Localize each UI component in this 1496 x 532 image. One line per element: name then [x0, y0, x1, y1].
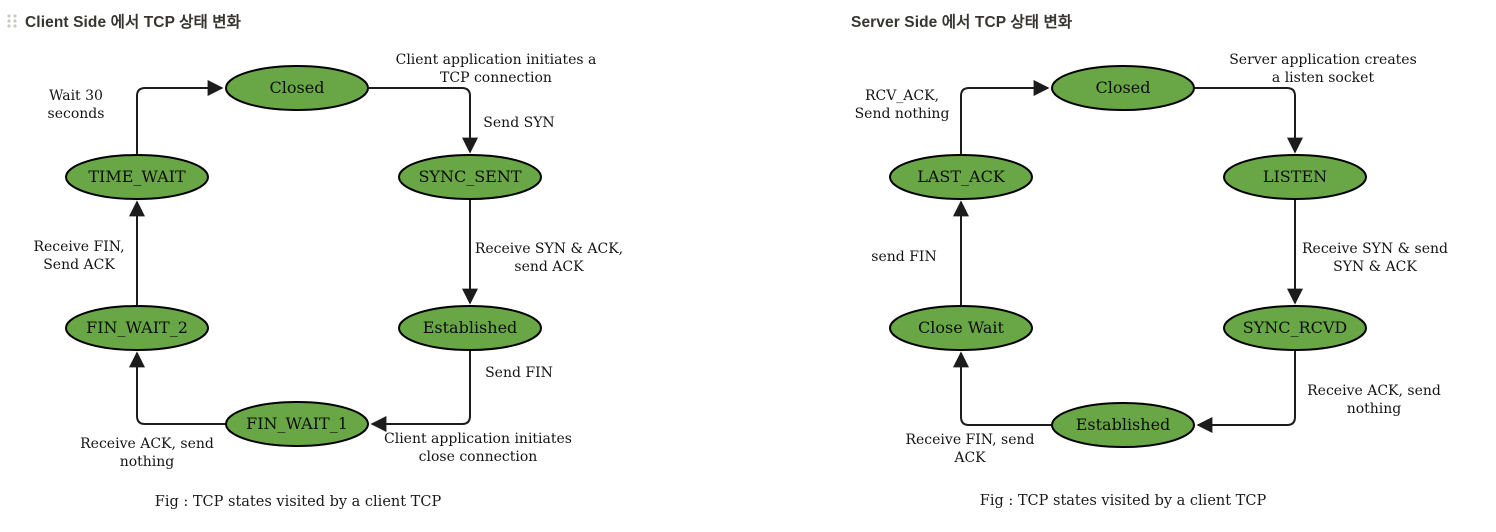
- edge-finwait1-to-finwait2: [129, 351, 226, 425]
- label-recv-ack-line1: Receive ACK, send: [80, 436, 214, 452]
- state-closed-server-shape: [1051, 65, 1195, 111]
- state-listen-shape: [1223, 154, 1367, 200]
- state-time-wait-shape: [65, 154, 209, 200]
- state-close-wait-label: Close Wait: [918, 318, 1004, 337]
- edge-timewait-to-closed: [136, 80, 224, 155]
- client-diagram-title: Client Side 에서 TCP 상태 변화: [25, 14, 242, 31]
- state-fin-wait-1: FIN_WAIT_1: [225, 401, 369, 447]
- state-sync-rcvd: SYNC_RCVD: [1223, 305, 1367, 351]
- label-recv-syn-send-line1: Receive SYN & send: [1302, 241, 1448, 257]
- label-wait30-line1: Wait 30: [49, 88, 103, 104]
- edge-closed-to-syncsent: [369, 87, 478, 154]
- state-established-shape: [398, 305, 542, 351]
- label-rcv-ack-line1: RCV_ACK,: [865, 88, 939, 104]
- state-sync-sent-label: SYNC_SENT: [418, 167, 521, 186]
- server-diagram-caption: Fig : TCP states visited by a client TCP: [980, 493, 1267, 509]
- drag-handle-dots: [7, 14, 17, 28]
- state-last-ack-label: LAST_ACK: [917, 167, 1006, 186]
- state-fin-wait-1-label: FIN_WAIT_1: [246, 414, 348, 433]
- state-sync-sent-shape: [398, 154, 542, 200]
- label-recv-fin-send-line2: ACK: [953, 450, 986, 466]
- label-recv-synack-line1: Receive SYN & ACK,: [475, 241, 623, 257]
- label-client-init-line2: TCP connection: [440, 70, 552, 86]
- label-rcv-ack-line2: Send nothing: [855, 106, 950, 122]
- label-server-create-line1: Server application creates: [1229, 52, 1417, 68]
- label-send-fin-server: send FIN: [871, 249, 936, 265]
- server-block-header: Server Side 에서 TCP 상태 변화: [851, 10, 1072, 32]
- edge-syncrcvd-to-established: [1196, 350, 1296, 433]
- label-send-fin: Send FIN: [485, 365, 553, 381]
- state-closed-server: Closed: [1051, 65, 1195, 111]
- label-client-close-line1: Client application initiates: [384, 431, 572, 447]
- edge-established-to-closewait: [953, 351, 1052, 426]
- state-listen-label: LISTEN: [1263, 167, 1327, 186]
- label-server-create-line2: a listen socket: [1272, 70, 1375, 86]
- label-recv-fin-line2: Send ACK: [43, 257, 115, 273]
- label-client-init-line1: Client application initiates a: [396, 52, 597, 68]
- edge-closed-to-listen: [1195, 87, 1303, 154]
- label-recv-syn-send-line2: SYN & ACK: [1333, 259, 1417, 275]
- edge-established-to-finwait1: [370, 350, 471, 432]
- state-established-label: Established: [423, 318, 518, 337]
- edge-lastack-to-closed: [960, 80, 1050, 155]
- state-closed: Closed: [225, 65, 369, 111]
- state-established-server-shape: [1051, 402, 1195, 448]
- state-closed-server-label: Closed: [1096, 78, 1151, 97]
- state-last-ack: LAST_ACK: [889, 154, 1033, 200]
- label-recv-fin-line1: Receive FIN,: [33, 239, 124, 255]
- client-block-header: Client Side 에서 TCP 상태 변화: [5, 10, 241, 32]
- state-close-wait-shape: [889, 305, 1033, 351]
- server-state-diagram: Closed LISTEN SYNC_RCVD Established Clos…: [855, 52, 1448, 509]
- client-diagram-caption: Fig : TCP states visited by a client TCP: [155, 494, 442, 510]
- label-send-syn: Send SYN: [483, 115, 554, 131]
- state-fin-wait-1-shape: [225, 401, 369, 447]
- label-recv-synack-line2: send ACK: [514, 259, 584, 275]
- state-fin-wait-2-shape: [65, 305, 209, 351]
- label-client-close-line2: close connection: [419, 449, 538, 465]
- server-diagram-title: Server Side 에서 TCP 상태 변화: [851, 14, 1073, 31]
- client-state-diagram: Closed SYNC_SENT Established FIN_WAIT_1 …: [33, 52, 623, 510]
- state-fin-wait-2-label: FIN_WAIT_2: [86, 318, 188, 337]
- state-close-wait: Close Wait: [889, 305, 1033, 351]
- label-recv-fin-send-line1: Receive FIN, send: [905, 432, 1034, 448]
- state-established-server-label: Established: [1076, 415, 1171, 434]
- state-established: Established: [398, 305, 542, 351]
- label-recv-ack-nothing-line2: nothing: [1347, 401, 1402, 417]
- state-established-server: Established: [1051, 402, 1195, 448]
- state-listen: LISTEN: [1223, 154, 1367, 200]
- drag-handle-icon[interactable]: [5, 12, 19, 30]
- state-closed-shape: [225, 65, 369, 111]
- state-sync-sent: SYNC_SENT: [398, 154, 542, 200]
- state-time-wait-label: TIME_WAIT: [88, 167, 186, 186]
- label-recv-ack-nothing-line1: Receive ACK, send: [1307, 383, 1441, 399]
- state-time-wait: TIME_WAIT: [65, 154, 209, 200]
- label-wait30-line2: seconds: [48, 106, 105, 122]
- state-closed-label: Closed: [270, 78, 325, 97]
- state-last-ack-shape: [889, 154, 1033, 200]
- state-fin-wait-2: FIN_WAIT_2: [65, 305, 209, 351]
- state-sync-rcvd-shape: [1223, 305, 1367, 351]
- label-recv-ack-line2: nothing: [120, 454, 175, 470]
- state-sync-rcvd-label: SYNC_RCVD: [1243, 318, 1347, 337]
